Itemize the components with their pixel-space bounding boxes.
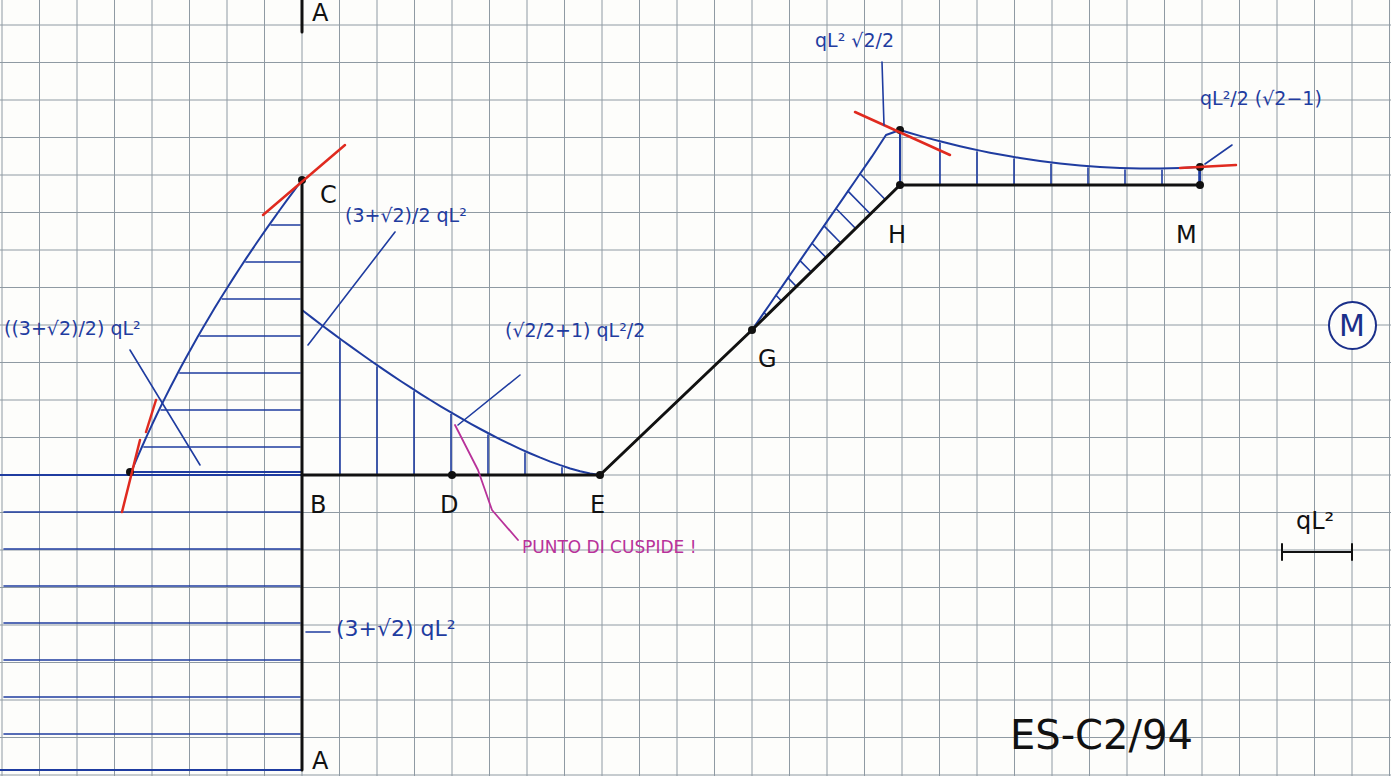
hatch-line <box>246 261 300 263</box>
hatch-line <box>860 174 885 200</box>
joint-dot <box>448 471 456 479</box>
point-label: D <box>440 492 458 520</box>
scale-bar <box>1281 544 1283 560</box>
leader-line <box>1205 145 1232 164</box>
hatch-line <box>4 548 300 550</box>
point-label: G <box>758 346 777 374</box>
moment-value: qL²/2 (√2−1) <box>1200 88 1322 110</box>
hatch-line <box>450 414 452 475</box>
hatch-line <box>1013 159 1015 185</box>
hatch-line <box>4 733 300 735</box>
hatch-line <box>848 191 870 214</box>
circle-tag: M <box>1328 301 1377 350</box>
exercise-code: ES-C2/94 <box>1010 712 1193 758</box>
beam <box>302 185 1200 475</box>
moment-area <box>0 475 302 770</box>
hatch-line <box>130 471 302 473</box>
leader-line <box>130 350 200 465</box>
hatch-line <box>487 435 489 475</box>
hatch-line <box>4 659 300 661</box>
tangent-line <box>146 400 156 432</box>
node-text: M <box>1339 308 1365 343</box>
hatch-line <box>800 261 811 272</box>
hatch-line <box>144 446 300 448</box>
hatch-line <box>376 367 378 475</box>
point-label: M <box>1176 222 1197 250</box>
leader-line <box>882 62 884 125</box>
note-text: PUNTO DI CUSPIDE ! <box>522 538 697 558</box>
leader-line <box>306 631 330 633</box>
moment-value: (√2/2+1) qL²/2 <box>505 320 645 342</box>
hatch-line <box>200 335 300 337</box>
moment-curve <box>752 130 900 330</box>
moment-value: (3+√2) qL² <box>336 616 456 641</box>
moment-value: ((3+√2)/2) qL² <box>4 318 141 340</box>
hatch-line <box>222 298 300 300</box>
hatch-line <box>1161 170 1163 185</box>
leader-line <box>458 375 520 425</box>
moment-curve <box>900 130 1200 168</box>
hatch-line <box>524 453 526 475</box>
hatch-line <box>161 409 300 411</box>
hatch-line <box>4 622 300 624</box>
hatch-line <box>1087 168 1089 185</box>
hatch-line <box>1124 170 1126 185</box>
point-label: E <box>590 492 605 520</box>
hatch-line <box>1050 164 1052 185</box>
moment-curve <box>130 180 302 475</box>
tangent-line <box>263 145 345 215</box>
scale-bar <box>1351 544 1353 560</box>
hatch-line <box>788 278 796 287</box>
tangent-line <box>855 112 950 155</box>
hatch-line <box>824 226 841 243</box>
hatch-line <box>413 392 415 475</box>
joint-dot <box>748 326 756 334</box>
tangent-line <box>122 440 140 512</box>
joint-dot <box>596 471 604 479</box>
hatch-line <box>812 243 826 257</box>
hatch-line <box>4 585 300 587</box>
leader-line <box>455 425 518 540</box>
point-label: H <box>888 222 906 250</box>
hatch-line <box>4 696 300 698</box>
hatch-line <box>836 209 856 229</box>
leader-line <box>308 232 395 345</box>
section-mark <box>301 0 304 32</box>
moment-value: (3+√2)/2 qL² <box>345 205 467 227</box>
section-label: A <box>312 0 328 28</box>
hatch-line <box>271 224 300 226</box>
hatch-line <box>4 511 300 513</box>
joint-dot <box>896 181 904 189</box>
scale-label: qL² <box>1296 508 1334 536</box>
hatch-line <box>899 130 901 185</box>
tangent-line <box>1180 165 1236 168</box>
point-label: B <box>310 492 326 520</box>
point-label: C <box>320 182 337 210</box>
scale-bar <box>1282 551 1352 553</box>
hatch-line <box>180 372 300 374</box>
moment-value: qL² √2/2 <box>815 30 894 52</box>
section-label: A <box>312 748 328 776</box>
hatch-line <box>339 341 341 475</box>
hatch-line <box>976 152 978 185</box>
joint-dot <box>1196 181 1204 189</box>
